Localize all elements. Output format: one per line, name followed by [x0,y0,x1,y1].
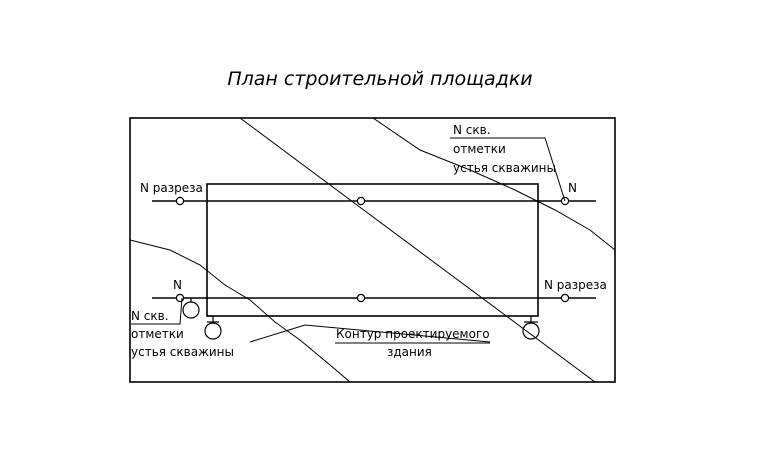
contour-line-3 [129,239,351,383]
leader-left [131,297,183,325]
benchmark-circle [522,322,540,340]
borehole-marker [175,196,185,206]
terrain-contours [129,117,616,383]
building-contour [206,183,539,317]
borehole-marker [356,293,366,303]
label-contour-1: Контур проектируемого [336,327,490,341]
borehole-marker [356,196,366,206]
label-borehole-left: N скв. [131,309,169,323]
benchmark-circle [182,301,200,319]
leader-lines [131,137,566,344]
contour-line-2 [372,117,616,251]
leader-contour [249,324,491,343]
label-section-bottom: N разреза [544,278,607,292]
drawing-title: План строительной площадки [227,68,532,90]
borehole-marker [560,293,570,303]
label-elevation-top-2: устья скважины [453,161,556,175]
label-n-bottom-left: N [173,278,182,292]
borehole-marker [175,293,185,303]
label-n-top-right: N [568,181,577,195]
benchmarks [182,298,540,340]
label-elevation-top-1: отметки [453,142,506,156]
benchmark-circle [204,322,222,340]
label-contour-2: здания [387,345,432,359]
leader-top [450,137,566,202]
label-elevation-left-1: отметки [131,327,184,341]
label-elevation-left-2: устья скважины [131,345,234,359]
contour-line-1 [239,117,596,383]
label-section-top: N разреза [140,181,203,195]
label-borehole-top: N скв. [453,123,491,137]
